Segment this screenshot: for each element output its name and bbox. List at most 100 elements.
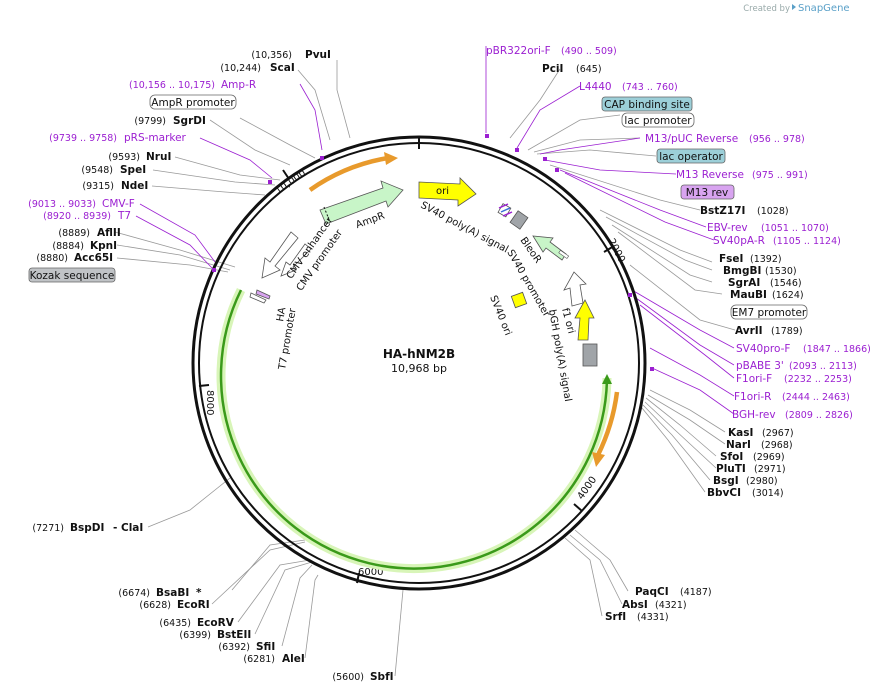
- sgrdi-pos: (9799): [134, 116, 166, 127]
- bstz17i-pos: (1028): [757, 206, 789, 217]
- bstz17i-label[interactable]: BstZ17I: [700, 205, 745, 217]
- f1ori-f-label[interactable]: F1ori-F: [736, 373, 772, 385]
- bsgi-label[interactable]: BsgI: [713, 475, 739, 487]
- scale-ticks: [198, 169, 615, 584]
- spei-label[interactable]: SpeI: [120, 164, 146, 176]
- avrii-label[interactable]: AvrII: [735, 325, 763, 337]
- paqci-label[interactable]: PaqCI: [635, 586, 669, 598]
- pvui-label[interactable]: PvuI: [305, 49, 331, 61]
- primer-marks: [212, 134, 654, 371]
- l4440-label[interactable]: L4440: [579, 81, 612, 93]
- cmv-promoter-feature[interactable]: [280, 243, 312, 277]
- em7-promoter-feature[interactable]: [558, 249, 570, 259]
- acc65i-pos: (8880): [36, 253, 68, 264]
- prs-marker-pos: (9739 .. 9758): [49, 133, 117, 144]
- alei-label[interactable]: AleI: [282, 653, 305, 665]
- sv40-polya-label: SV40 poly(A) signal: [419, 200, 510, 256]
- bgh-rev-label[interactable]: BGH-rev: [732, 409, 776, 421]
- aflii-pos: (8889): [58, 228, 90, 239]
- bsteii-label[interactable]: BstEII: [217, 629, 251, 641]
- ecorv-label[interactable]: EcoRV: [197, 617, 235, 629]
- sbfi-label[interactable]: SbfI: [370, 671, 394, 683]
- bbvci-label[interactable]: BbvCI: [707, 487, 741, 499]
- m13-puc-reverse-label[interactable]: M13/pUC Reverse: [645, 133, 738, 145]
- lac-promoter-label: lac promoter: [624, 115, 692, 127]
- cap-site-box[interactable]: [601, 96, 693, 112]
- tick-label-10000: 10,000: [273, 168, 308, 197]
- maubi-label[interactable]: MauBI: [730, 289, 767, 301]
- sgrai-label[interactable]: SgrAI: [728, 277, 760, 289]
- fsei-label[interactable]: FseI: [719, 253, 743, 265]
- clai-label[interactable]: ClaI: [121, 522, 143, 534]
- pbabe3-pos: (2093 .. 2113): [789, 361, 857, 372]
- ecori-label[interactable]: EcoRI: [177, 599, 210, 611]
- nari-label[interactable]: NarI: [726, 439, 751, 451]
- scai-label[interactable]: ScaI: [270, 62, 295, 74]
- pcii-label[interactable]: PciI: [542, 63, 563, 75]
- ebv-rev-label[interactable]: EBV-rev: [707, 222, 748, 234]
- f1ori-r-label[interactable]: F1ori-R: [734, 391, 771, 403]
- m13-rev-label: M13 rev: [686, 187, 729, 199]
- sv40-ori-label: SV40 ori: [487, 294, 513, 337]
- absi-label[interactable]: AbsI: [622, 599, 648, 611]
- amp-r-label[interactable]: Amp-R: [221, 79, 256, 91]
- tick-label-6000: 6000: [358, 567, 383, 578]
- cmv-enhancer-feature[interactable]: [261, 231, 299, 279]
- kpni-pos: (8884): [52, 241, 84, 252]
- ha-tag-feature[interactable]: [255, 289, 271, 300]
- sv40pa-r-label[interactable]: SV40pA-R: [713, 235, 765, 247]
- f1ori-f-pos: (2232 .. 2253): [784, 374, 852, 385]
- kasi-label[interactable]: KasI: [728, 427, 753, 439]
- sv40pro-f-label[interactable]: SV40pro-F: [736, 343, 790, 355]
- ndei-label[interactable]: NdeI: [121, 180, 148, 192]
- snapgene-logo: SnapGene: [798, 3, 850, 14]
- f1-ori-feature[interactable]: [563, 271, 587, 307]
- fsei-pos: (1392): [750, 254, 782, 265]
- pbabe3-label[interactable]: pBABE 3': [736, 360, 784, 372]
- acc65i-label[interactable]: Acc65I: [74, 252, 113, 264]
- kpni-label[interactable]: KpnI: [90, 240, 117, 252]
- scai-pos: (10,244): [220, 63, 261, 74]
- sv40-ori-feature[interactable]: [510, 291, 528, 309]
- nrui-pos: (9593): [108, 152, 140, 163]
- bspdi-label[interactable]: BspDI: [70, 522, 104, 534]
- orange-arrow-top-head: [384, 152, 398, 165]
- kozak-label: Kozak sequence: [30, 270, 115, 282]
- bleor-feature[interactable]: [509, 210, 529, 230]
- bsabi-pos: (6674): [118, 588, 150, 599]
- aflii-label[interactable]: AflII: [97, 227, 121, 239]
- nrui-label[interactable]: NruI: [146, 151, 171, 163]
- sfii-label[interactable]: SfiI: [256, 641, 275, 653]
- bspdi-pos: (7271): [32, 523, 64, 534]
- label-leader-lines: [114, 60, 736, 677]
- cmv-f-pos: (9013 .. 9033): [28, 199, 96, 210]
- bgh-polya-feature[interactable]: [582, 343, 598, 367]
- prs-marker-label[interactable]: pRS-marker: [124, 132, 187, 144]
- ampr-feature[interactable]: [319, 180, 404, 225]
- bsabi-label[interactable]: BsaBI: [156, 587, 189, 599]
- pbr322ori-f-label[interactable]: pBR322ori-F: [486, 45, 551, 57]
- m13-rev-box[interactable]: [680, 184, 735, 200]
- yellow-arrow-feature[interactable]: [574, 299, 595, 341]
- em7-promoter-box[interactable]: [730, 304, 808, 320]
- kozak-box[interactable]: [28, 267, 116, 283]
- sfoi-pos: (2969): [753, 452, 785, 463]
- ori-feature[interactable]: [418, 177, 477, 207]
- f1ori-r-pos: (2444 .. 2463): [782, 392, 850, 403]
- pbr322ori-f-pos: (490 .. 509): [561, 46, 617, 57]
- m13-reverse-pos: (975 .. 991): [752, 170, 808, 181]
- lac-operator-box[interactable]: [656, 148, 726, 164]
- cmv-f-label[interactable]: CMV-F: [102, 198, 135, 210]
- pluti-label[interactable]: PluTI: [716, 463, 746, 475]
- bmgbi-label[interactable]: BmgBI: [723, 265, 761, 277]
- ecori-pos: (6628): [139, 600, 171, 611]
- sgrdi-label[interactable]: SgrDI: [173, 115, 206, 127]
- bsgi-pos: (2980): [746, 476, 778, 487]
- t7-label[interactable]: T7: [117, 210, 131, 222]
- m13-reverse-label[interactable]: M13 Reverse: [676, 169, 744, 181]
- lac-promoter-box[interactable]: [621, 112, 695, 128]
- ampr-promoter-box[interactable]: [149, 94, 237, 110]
- sfoi-label[interactable]: SfoI: [720, 451, 743, 463]
- srfi-label[interactable]: SrfI: [605, 611, 626, 623]
- t7-promoter-feature[interactable]: [249, 292, 267, 304]
